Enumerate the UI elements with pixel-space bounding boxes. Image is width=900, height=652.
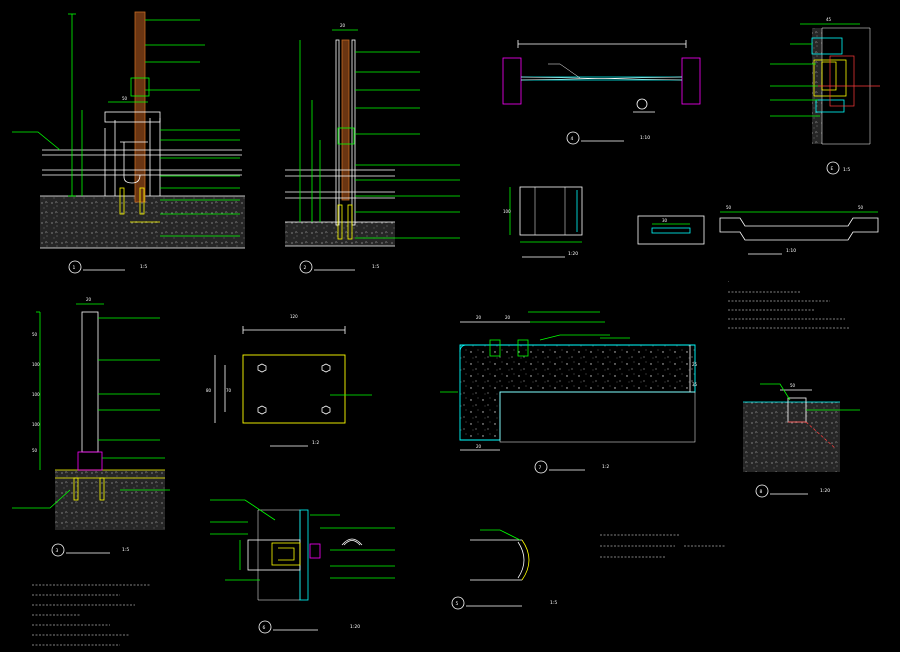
plate-height-b: 70 bbox=[226, 388, 232, 393]
d9-scale: 1:20 bbox=[568, 251, 578, 257]
d1-number-circle bbox=[68, 260, 82, 274]
notes-bottom-left bbox=[32, 584, 150, 646]
d5-scale: 1:5 bbox=[550, 600, 557, 606]
d7-right-b: 35 bbox=[692, 382, 698, 387]
d2-width-dim: 20 bbox=[340, 23, 346, 28]
d1-wood-post bbox=[134, 11, 146, 203]
d7-right-a: 25 bbox=[692, 362, 698, 367]
d3-scale: 1:5 bbox=[122, 547, 129, 553]
notes-right: . bbox=[728, 278, 850, 329]
detail-4: 4 1:10 bbox=[502, 40, 701, 145]
d1-width-dim: 50 bbox=[122, 96, 128, 101]
d7-top-b: 20 bbox=[505, 315, 511, 320]
d2-number: 2 bbox=[304, 265, 307, 271]
d4-number: 4 bbox=[571, 136, 574, 142]
detail-1: 50 1 1:5 bbox=[12, 11, 245, 274]
d2-concrete-base bbox=[285, 222, 395, 246]
detail-inset: 30 bbox=[637, 215, 705, 245]
d3-width-dim: 20 bbox=[86, 297, 92, 302]
d1-number: 1 bbox=[73, 265, 76, 271]
d8-number-circle bbox=[755, 484, 769, 498]
detail-11: 50 50 1:10 bbox=[719, 205, 879, 255]
detail-3: 50 100 100 100 50 20 3 1:5 bbox=[12, 297, 170, 557]
inset-dim: 30 bbox=[662, 218, 668, 223]
d8-scale: 1:20 bbox=[820, 488, 830, 494]
d6-number: 6 bbox=[263, 625, 266, 631]
plate-outline bbox=[242, 354, 346, 424]
detail-plate: 120 80 70 1:2 bbox=[206, 314, 372, 447]
d11-right-dim: 50 bbox=[858, 205, 864, 210]
d9-height-dim: 100 bbox=[503, 209, 511, 214]
d7-section bbox=[459, 344, 696, 441]
d6-scale: 1:20 bbox=[350, 624, 360, 630]
d3-dim-3: 100 bbox=[32, 422, 40, 427]
d2-scale: 1:5 bbox=[372, 264, 379, 270]
d3-dim-0: 50 bbox=[32, 332, 38, 337]
d11-scale: 1:10 bbox=[786, 248, 796, 254]
plate-height-a: 80 bbox=[206, 388, 212, 393]
detail-5: 5 1:5 bbox=[451, 529, 557, 610]
d3-dim-4: 50 bbox=[32, 448, 38, 453]
d3-dim-2: 100 bbox=[32, 392, 40, 397]
d5-number: 5 bbox=[456, 601, 459, 607]
detail-8: 50 8 1:20 bbox=[743, 383, 860, 498]
d3-number-circle bbox=[51, 543, 65, 557]
d4-scale: 1:10 bbox=[640, 135, 650, 141]
dE-number-circle bbox=[826, 161, 840, 175]
dE-top-dim: 45 bbox=[826, 17, 832, 22]
detail-6: 6 1:20 bbox=[210, 499, 395, 634]
d3-post bbox=[81, 311, 99, 453]
detail-7: 20 20 25 35 20 7 1:2 bbox=[440, 311, 698, 474]
plate-width-dim: 120 bbox=[290, 314, 298, 319]
d7-number-circle bbox=[534, 460, 548, 474]
d4-number-circle bbox=[566, 131, 580, 145]
notes-bottom-center bbox=[600, 534, 725, 558]
d2-number-circle bbox=[299, 260, 313, 274]
svg-text:.: . bbox=[728, 278, 729, 283]
d7-number: 7 bbox=[539, 465, 542, 471]
d1-scale: 1:5 bbox=[140, 264, 147, 270]
d7-scale: 1:2 bbox=[602, 464, 609, 470]
d7-bottom: 20 bbox=[476, 444, 482, 449]
detail-e: 45 E 1:5 bbox=[770, 17, 880, 175]
detail-9: 100 1:20 bbox=[503, 186, 583, 258]
d2-wood-post bbox=[341, 39, 350, 201]
d11-left-dim: 50 bbox=[726, 205, 732, 210]
d5-number-circle bbox=[451, 596, 465, 610]
d3-number: 3 bbox=[56, 548, 59, 554]
detail-2: 20 2 1:5 bbox=[285, 23, 460, 274]
d3-dim-1: 100 bbox=[32, 362, 40, 367]
d6-number-circle bbox=[258, 620, 272, 634]
dE-number: E bbox=[831, 166, 834, 172]
dE-scale: 1:5 bbox=[843, 167, 850, 173]
plate-scale: 1:2 bbox=[312, 440, 319, 446]
d7-top-a: 20 bbox=[476, 315, 482, 320]
d8-number: 8 bbox=[760, 489, 763, 495]
d8-top-dim: 50 bbox=[790, 383, 796, 388]
